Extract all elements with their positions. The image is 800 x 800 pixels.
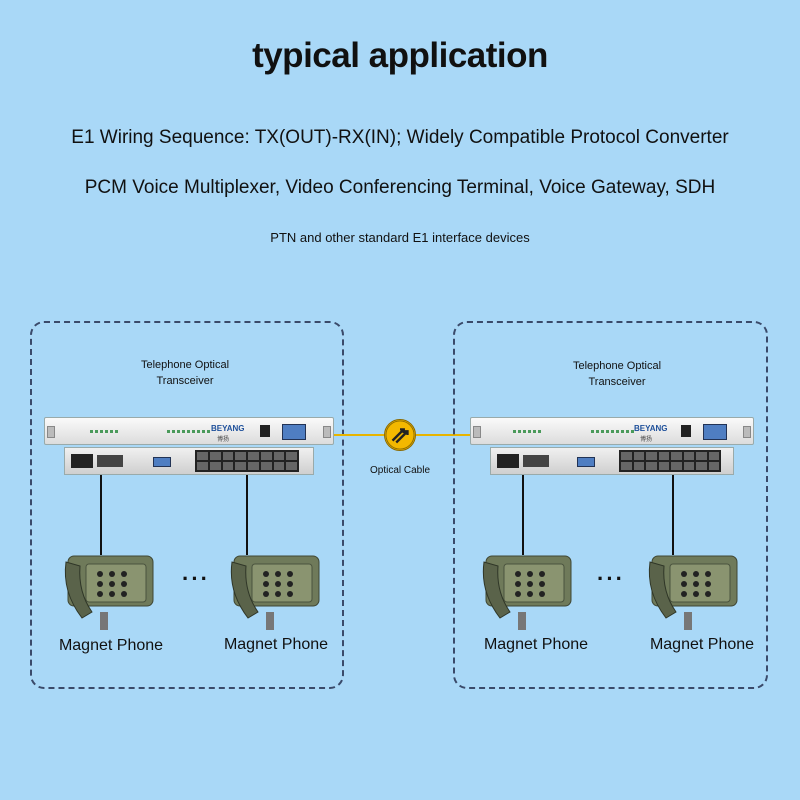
- left-magnet-phone-icon-2: [230, 555, 320, 630]
- right-magnet-phone-icon-2: [648, 555, 738, 630]
- right-device-brand-sub: 博扬: [640, 437, 653, 443]
- left-device-front-panel: BEYANG 博扬: [44, 417, 334, 445]
- left-phone-label-1: Magnet Phone: [58, 637, 164, 654]
- left-device-label-line-2: Transceiver: [156, 375, 214, 387]
- left-device-label-line-1: Telephone Optical: [140, 359, 230, 371]
- optical-cable-label: Optical Cable: [369, 465, 431, 476]
- optical-link-icon: [384, 419, 416, 451]
- description-line-1: E1 Wiring Sequence: TX(OUT)-RX(IN); Wide…: [71, 127, 729, 148]
- optical-cable-line-right: [416, 434, 480, 436]
- left-phone-cable-1: [100, 475, 102, 555]
- description-line-2: PCM Voice Multiplexer, Video Conferencin…: [84, 177, 716, 198]
- left-phone-ellipsis: ···: [182, 566, 210, 591]
- left-magnet-phone-icon-1: [64, 555, 154, 630]
- optical-cable-line-left: [334, 434, 384, 436]
- page-title: typical application: [252, 36, 548, 75]
- left-device-label: Telephone Optical Transceiver: [115, 357, 255, 389]
- left-site-group: [30, 321, 344, 689]
- right-device-label-line-2: Transceiver: [588, 376, 646, 388]
- right-phone-label-1: Magnet Phone: [483, 636, 589, 653]
- right-device-front-panel: BEYANG 博扬: [470, 417, 754, 445]
- right-device-label: Telephone Optical Transceiver: [547, 358, 687, 390]
- right-phone-label-2: Magnet Phone: [649, 636, 755, 653]
- right-magnet-phone-icon-1: [482, 555, 572, 630]
- right-device-rear-panel: [490, 447, 734, 475]
- right-site-group: [453, 321, 768, 689]
- left-phone-label-2: Magnet Phone: [223, 636, 329, 653]
- description-line-3: PTN and other standard E1 interface devi…: [270, 230, 530, 245]
- left-device-brand: BEYANG: [211, 424, 245, 433]
- right-device-label-line-1: Telephone Optical: [572, 360, 662, 372]
- right-transceiver-device-icon: BEYANG 博扬: [470, 417, 754, 479]
- left-device-rear-panel: [64, 447, 314, 475]
- left-device-brand-sub: 博扬: [217, 437, 230, 443]
- right-device-brand: BEYANG: [634, 424, 668, 433]
- right-phone-ellipsis: ···: [597, 566, 625, 591]
- right-phone-cable-1: [522, 475, 524, 555]
- left-phone-cable-2: [246, 475, 248, 555]
- left-transceiver-device-icon: BEYANG 博扬: [44, 417, 334, 479]
- right-phone-cable-2: [672, 475, 674, 555]
